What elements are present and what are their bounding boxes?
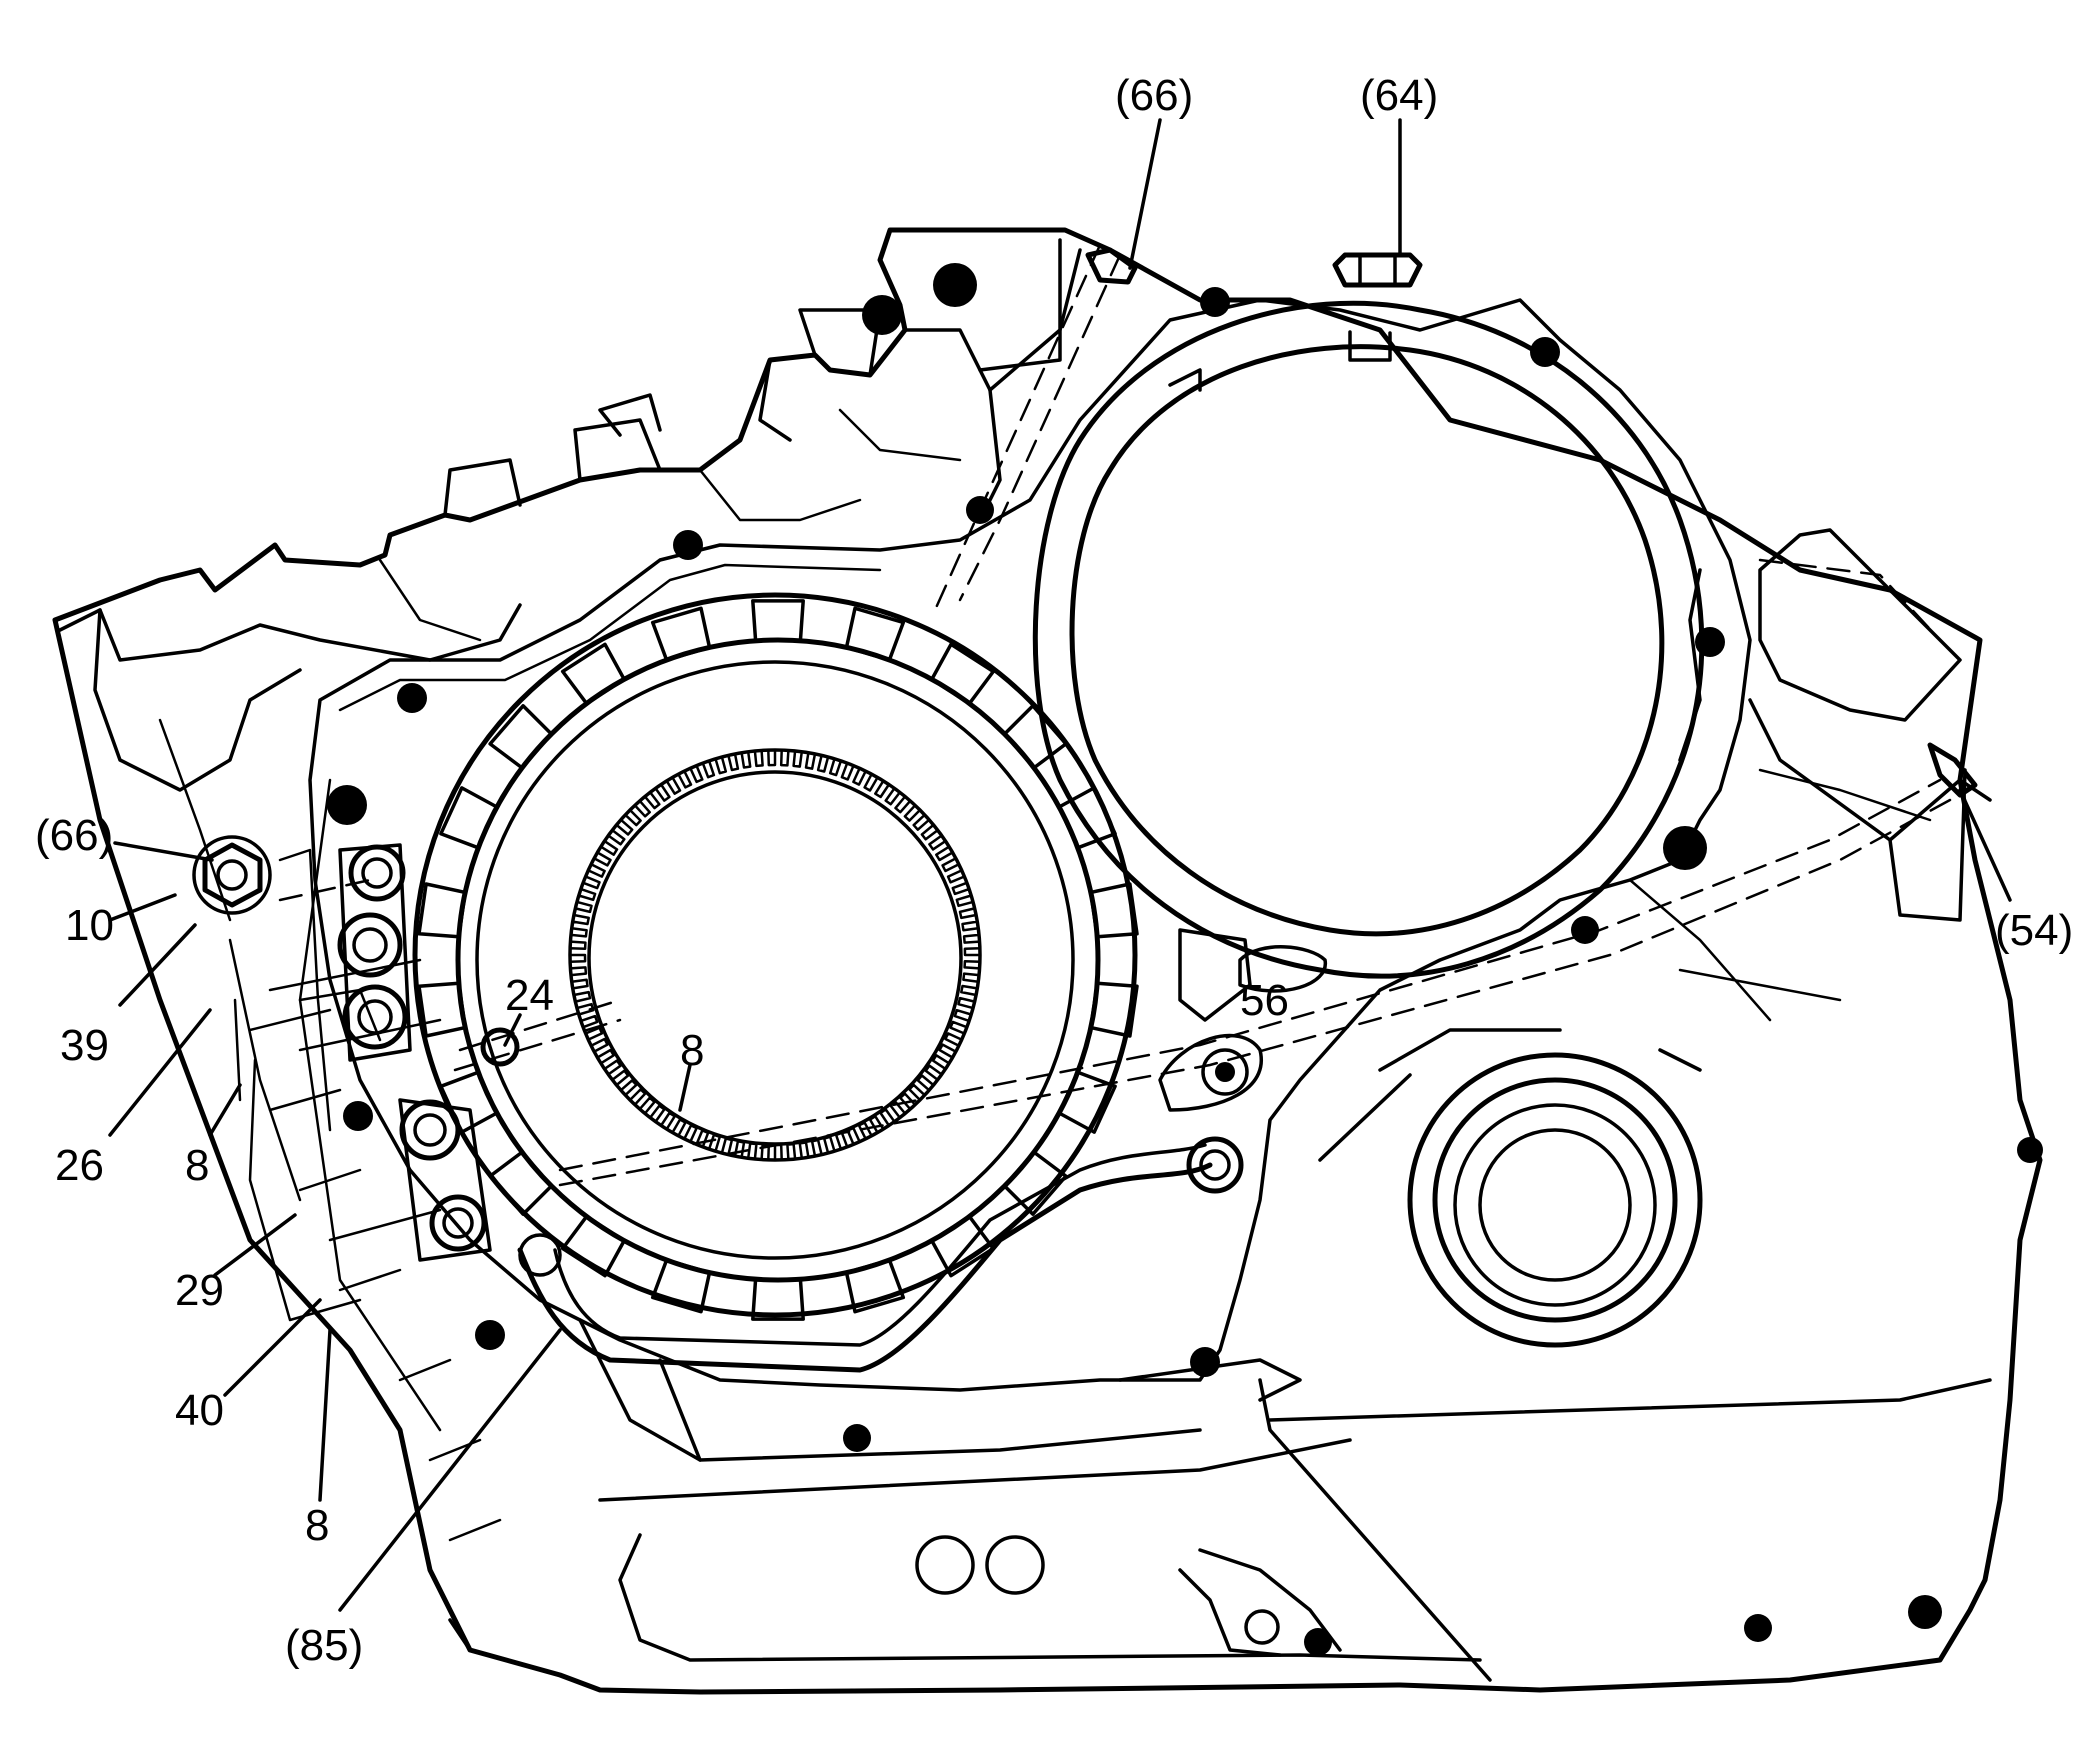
clutch-tab <box>560 1214 626 1278</box>
callout-66-top: (66) <box>1115 71 1193 120</box>
bolt-hole <box>1216 1063 1234 1081</box>
callout-64: (64) <box>1360 71 1438 120</box>
callout-85: (85) <box>285 1621 363 1670</box>
callout-labels: (66) (64) (66) 10 39 26 8 29 40 8 (85) 2… <box>35 71 2073 1670</box>
right-bore <box>1032 300 1705 979</box>
callout-24: 24 <box>505 971 554 1020</box>
bolt-hole <box>475 1320 505 1350</box>
clutch-tab <box>751 1277 805 1321</box>
bolt-hole <box>2017 1137 2043 1163</box>
bolt-hole <box>397 683 427 713</box>
bolt-hole <box>1190 1347 1220 1377</box>
callout-8-left: 8 <box>185 1141 209 1190</box>
clutch-tab <box>439 1070 499 1134</box>
leader-lines <box>108 118 2012 1612</box>
clutch-tab <box>1057 786 1117 850</box>
clutch-tab <box>844 1258 906 1314</box>
bolt-hole <box>933 263 977 307</box>
callout-54: (54) <box>1995 906 2073 955</box>
lower-bore <box>1318 1028 1703 1348</box>
callout-8-center: 8 <box>680 1026 704 1075</box>
left-channels <box>233 848 442 1322</box>
bolt-hole <box>1571 916 1599 944</box>
bolt-hole <box>1304 1628 1332 1656</box>
callout-10: 10 <box>65 901 114 950</box>
top-ribs <box>378 238 1082 642</box>
seal-groove <box>308 298 1752 1392</box>
clutch-tab <box>844 606 906 662</box>
bolt-hole <box>1530 337 1560 367</box>
lower-ribs <box>578 1318 1992 1682</box>
clutch-tab <box>439 786 499 850</box>
bolt-hole <box>1744 1614 1772 1642</box>
case-outline <box>52 227 2043 1695</box>
clutch-tab <box>650 606 712 662</box>
bolt-hole <box>1908 1595 1942 1629</box>
callout-56: 56 <box>1240 976 1289 1025</box>
valve-bores <box>192 835 492 1262</box>
right-housing <box>1628 528 1992 1022</box>
clutch-tab <box>417 981 467 1038</box>
callout-8-lower: 8 <box>305 1501 329 1550</box>
clutch-tab <box>930 642 996 706</box>
callout-39: 39 <box>60 1021 109 1070</box>
clutch-tab <box>1089 882 1139 939</box>
bolt-hole <box>673 530 703 560</box>
callout-26: 26 <box>55 1141 104 1190</box>
bolt-hole <box>343 1101 373 1131</box>
ring-gear-teeth <box>568 748 982 1162</box>
callout-29: 29 <box>175 1266 224 1315</box>
clutch-tab <box>1002 1150 1068 1216</box>
fastener-66-top <box>1085 247 1138 285</box>
bolt-hole <box>966 496 994 524</box>
clutch-tab <box>417 882 467 939</box>
clutch-tab <box>488 1150 554 1216</box>
callout-40: 40 <box>175 1386 224 1435</box>
oil-passage <box>517 1136 1244 1373</box>
bolt-hole <box>862 295 902 335</box>
clutch-tab <box>488 704 554 770</box>
bolt-hole <box>1200 287 1230 317</box>
clutch-tab <box>1057 1070 1117 1134</box>
clutch-tab <box>1002 704 1068 770</box>
clutch-tab <box>650 1258 712 1314</box>
clutch-plate-tabs <box>417 599 1139 1321</box>
clutch-tab <box>751 599 805 643</box>
clutch-tab <box>560 642 626 706</box>
bolt-hole <box>843 1424 871 1452</box>
fastener-54 <box>1927 742 1978 798</box>
bolt-holes <box>327 263 2043 1656</box>
clutch-tab <box>930 1214 996 1278</box>
fastener-64 <box>1332 252 1423 288</box>
bolt-hole <box>1695 627 1725 657</box>
bolt-hole <box>327 785 367 825</box>
misc-circles <box>480 1027 520 1067</box>
callout-66-left: (66) <box>35 811 113 860</box>
bolt-hole <box>1663 826 1707 870</box>
clutch-tab <box>1089 981 1139 1038</box>
